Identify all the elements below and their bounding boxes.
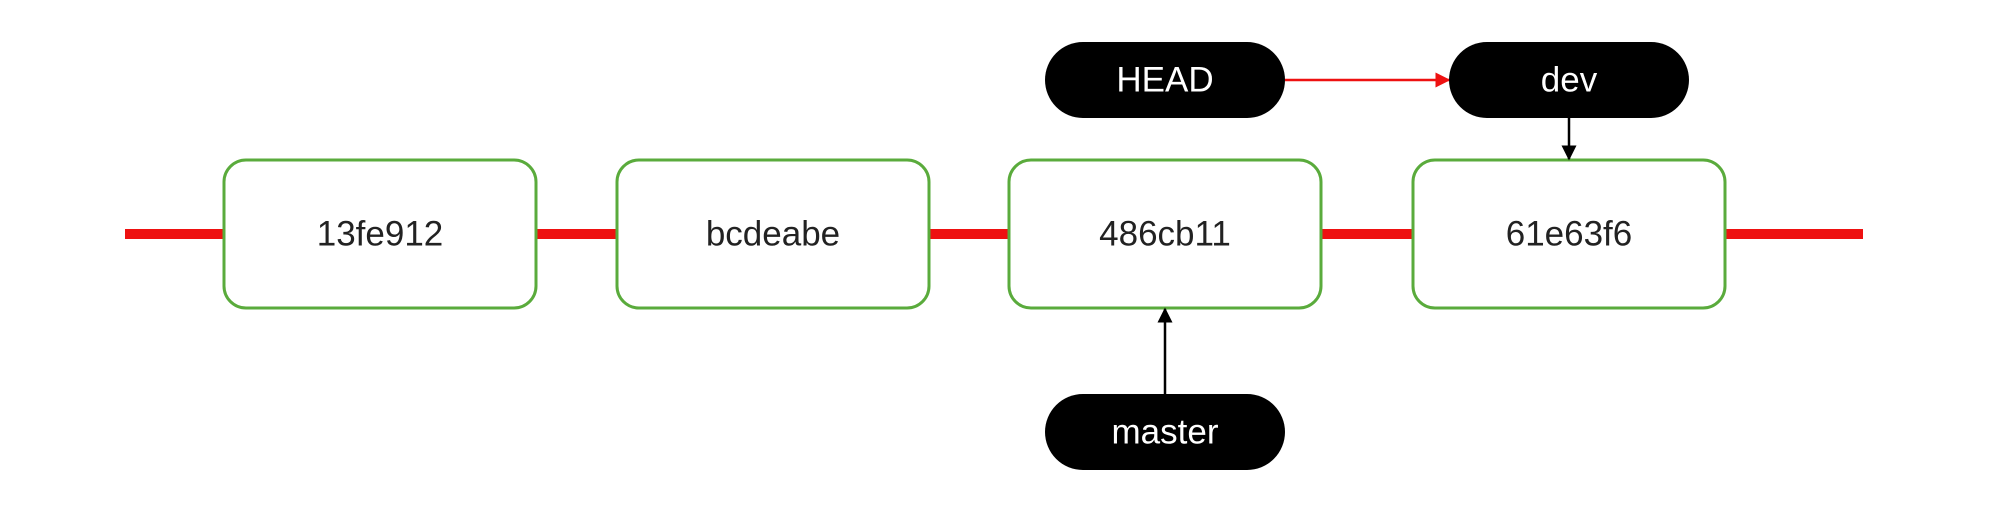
dev-label: dev <box>1541 61 1598 100</box>
master-ref: master <box>1045 394 1285 470</box>
dev-pill <box>1449 42 1689 118</box>
commit-hash-label: 13fe912 <box>317 215 444 254</box>
commit-box <box>615 158 931 310</box>
commit-node-2: bcdeabe <box>615 158 931 310</box>
commit-box <box>222 158 538 310</box>
head-pill <box>1045 42 1285 118</box>
commit-node-3: 486cb11 <box>1007 158 1323 310</box>
head-label: HEAD <box>1116 61 1213 100</box>
commit-hash-label: bcdeabe <box>706 215 840 254</box>
master-label: master <box>1112 413 1219 452</box>
commit-hash-label: 61e63f6 <box>1506 215 1633 254</box>
commit-hash-label: 486cb11 <box>1099 215 1231 254</box>
commit-node-1: 13fe912 <box>222 158 538 310</box>
commit-node-4: 61e63f6 <box>1411 158 1727 310</box>
dev-ref: dev <box>1449 42 1689 118</box>
head-ref: HEAD <box>1045 42 1285 118</box>
master-pill <box>1045 394 1285 470</box>
